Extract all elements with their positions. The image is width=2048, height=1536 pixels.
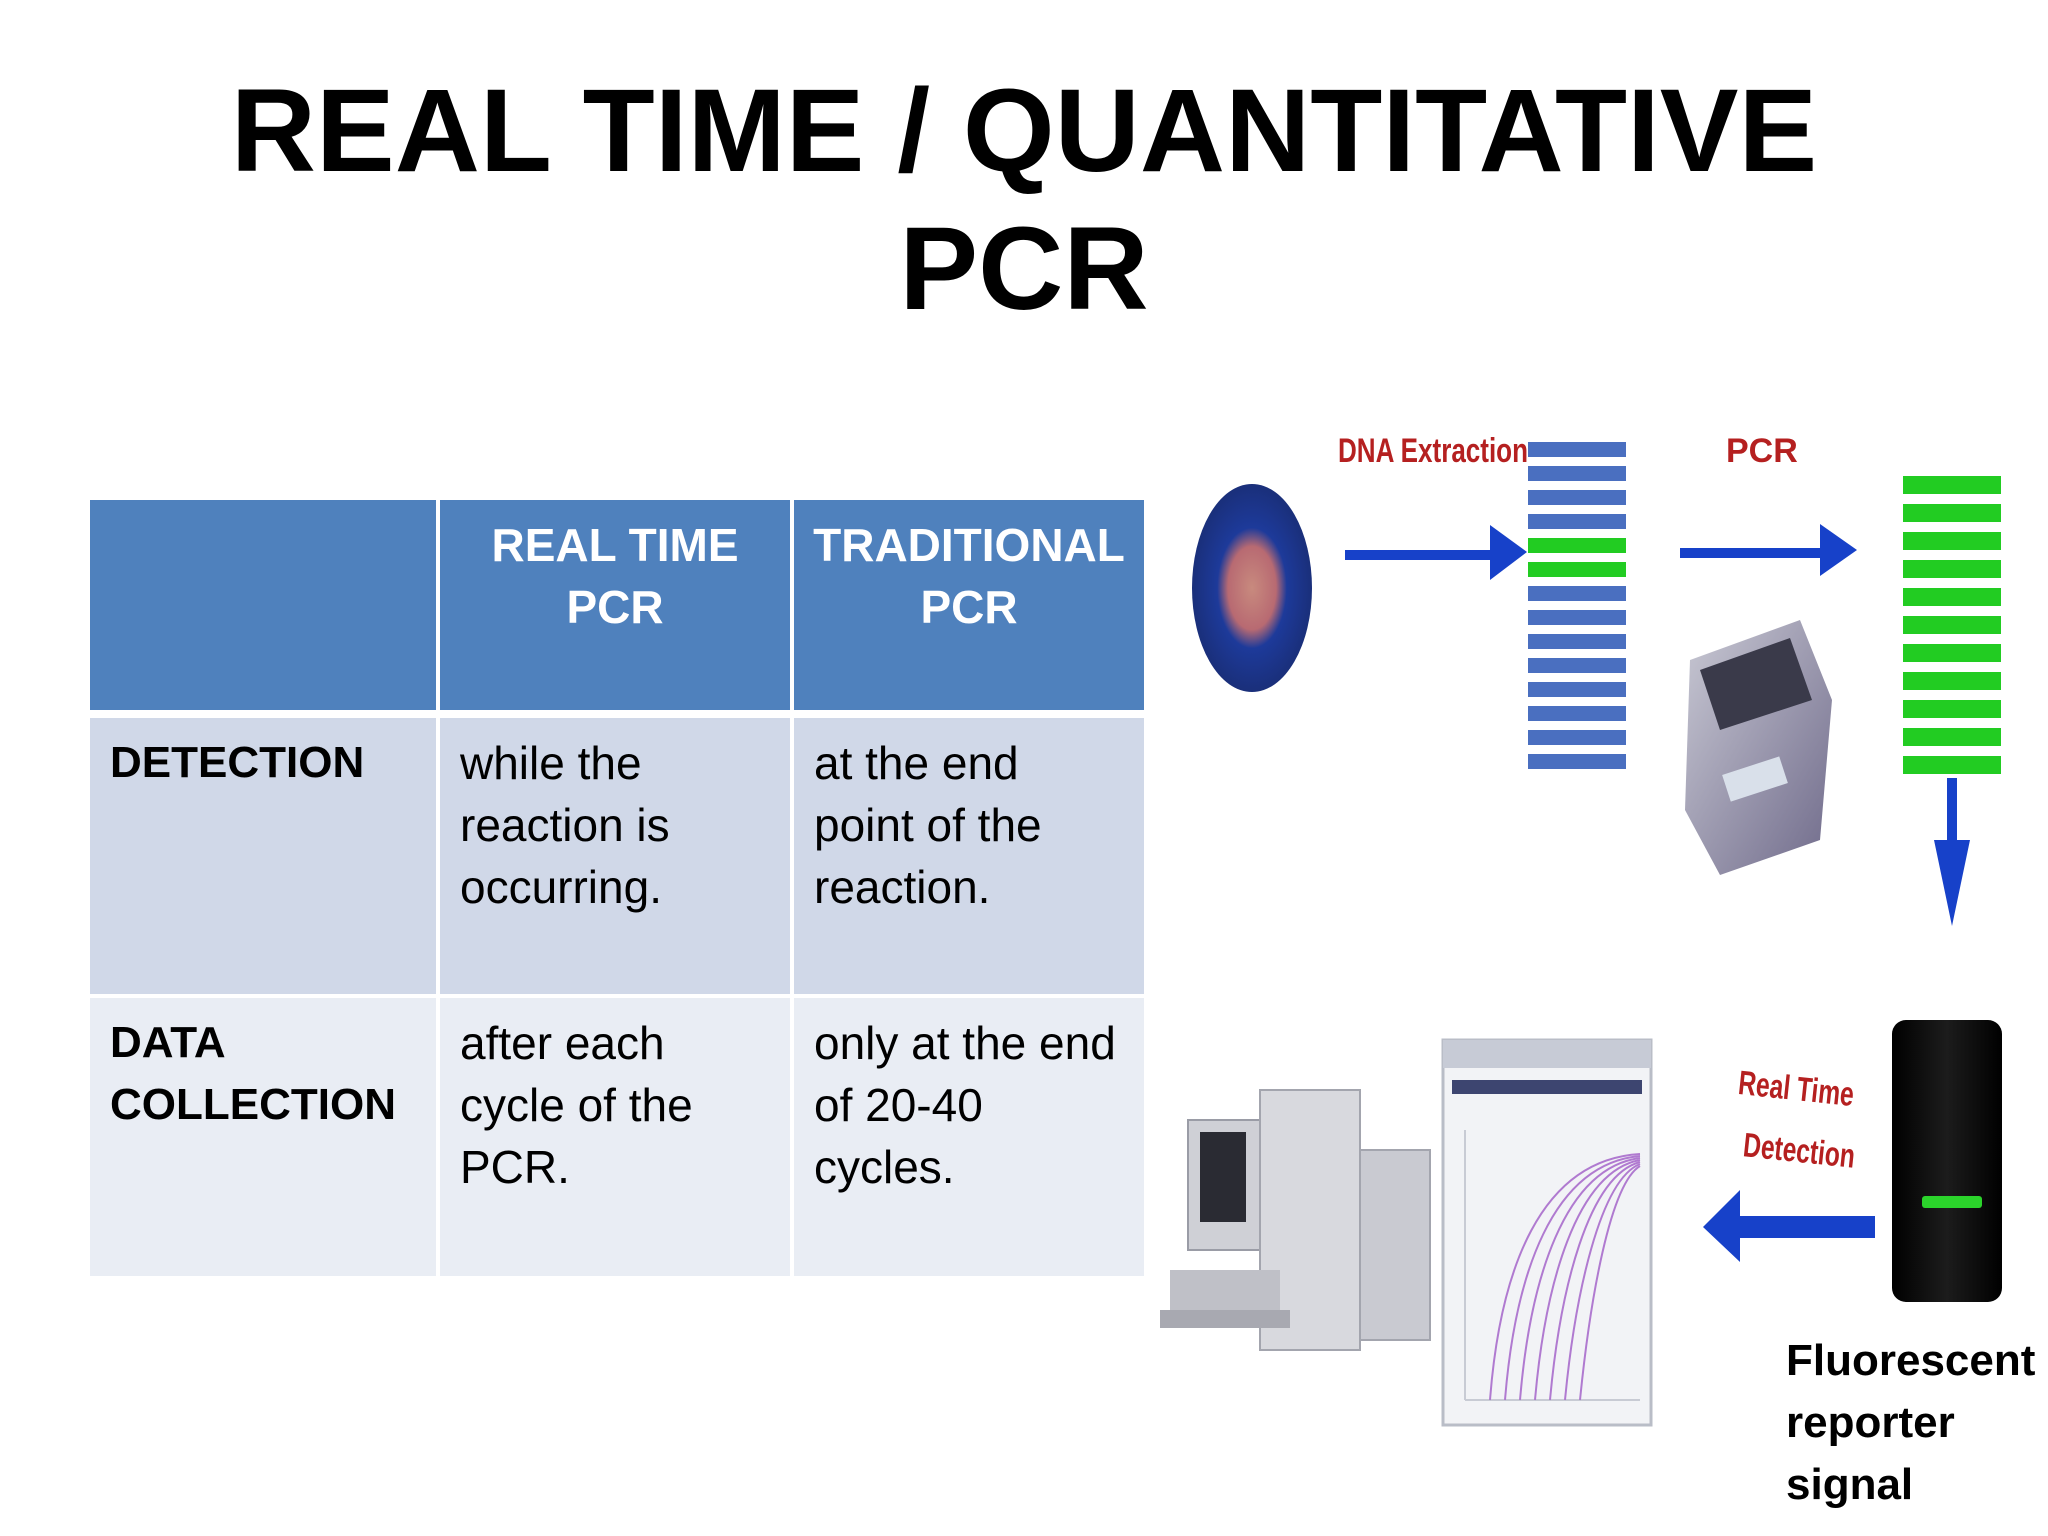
cell-detection-real-time: while the reaction is occurring.	[436, 712, 794, 998]
cell-icon	[1192, 484, 1312, 692]
real-time-detection-label-line-2: Detection	[1741, 1126, 1856, 1175]
cell-detection-traditional: at the end point of the reaction.	[790, 712, 1148, 998]
amplification-plot-icon	[1441, 1038, 1653, 1427]
row-label-detection: DETECTION	[86, 712, 440, 998]
header-cell-real-time-pcr: REAL TIME PCR	[436, 496, 794, 716]
arrow-down-icon	[1934, 778, 1970, 926]
amplified-dna-icon	[1903, 476, 2001, 774]
detector-icon	[1892, 1020, 2002, 1302]
arrow-right-icon	[1680, 524, 1857, 576]
header-cell-traditional-pcr: TRADITIONAL PCR	[790, 496, 1148, 716]
pcr-step-label: PCR	[1726, 432, 1798, 470]
thermal-cycler-icon	[1685, 620, 1832, 875]
row-label-data-collection: DATA COLLECTION	[86, 994, 440, 1280]
comparison-table: REAL TIME PCR TRADITIONAL PCR DETECTION …	[86, 496, 1148, 1280]
title-line-1: REAL TIME / QUANTITATIVE	[230, 65, 1818, 197]
real-time-detection-label-line-1: Real Time	[1736, 1064, 1855, 1114]
header-cell-empty	[86, 496, 440, 716]
arrow-right-icon	[1345, 525, 1527, 580]
table-row: DATA COLLECTION after each cycle of the …	[86, 994, 1148, 1280]
table-header-row: REAL TIME PCR TRADITIONAL PCR	[86, 496, 1148, 716]
arrow-left-icon	[1703, 1190, 1875, 1262]
title-line-2: PCR	[899, 203, 1149, 335]
caption-line-3: signal	[1786, 1460, 1914, 1509]
cell-data-collection-real-time: after each cycle of the PCR.	[436, 994, 794, 1280]
dna-extraction-label: DNA Extraction	[1338, 432, 1528, 470]
fluorescent-signal-icon	[1922, 1196, 1982, 1208]
table-row: DETECTION while the reaction is occurrin…	[86, 712, 1148, 998]
pcr-workflow-diagram: DNA Extraction PCR	[1160, 432, 2002, 1427]
page-title: REAL TIME / QUANTITATIVE PCR	[0, 62, 2048, 338]
cell-data-collection-traditional: only at the end of 20-40 cycles.	[790, 994, 1148, 1280]
fluorescent-reporter-caption: Fluorescent reporter signal	[1786, 1330, 2035, 1516]
caption-line-2: reporter	[1786, 1398, 1955, 1447]
dna-strands-icon	[1528, 442, 1626, 769]
caption-line-1: Fluorescent	[1786, 1336, 2036, 1385]
computer-instrument-icon	[1160, 1089, 1431, 1351]
